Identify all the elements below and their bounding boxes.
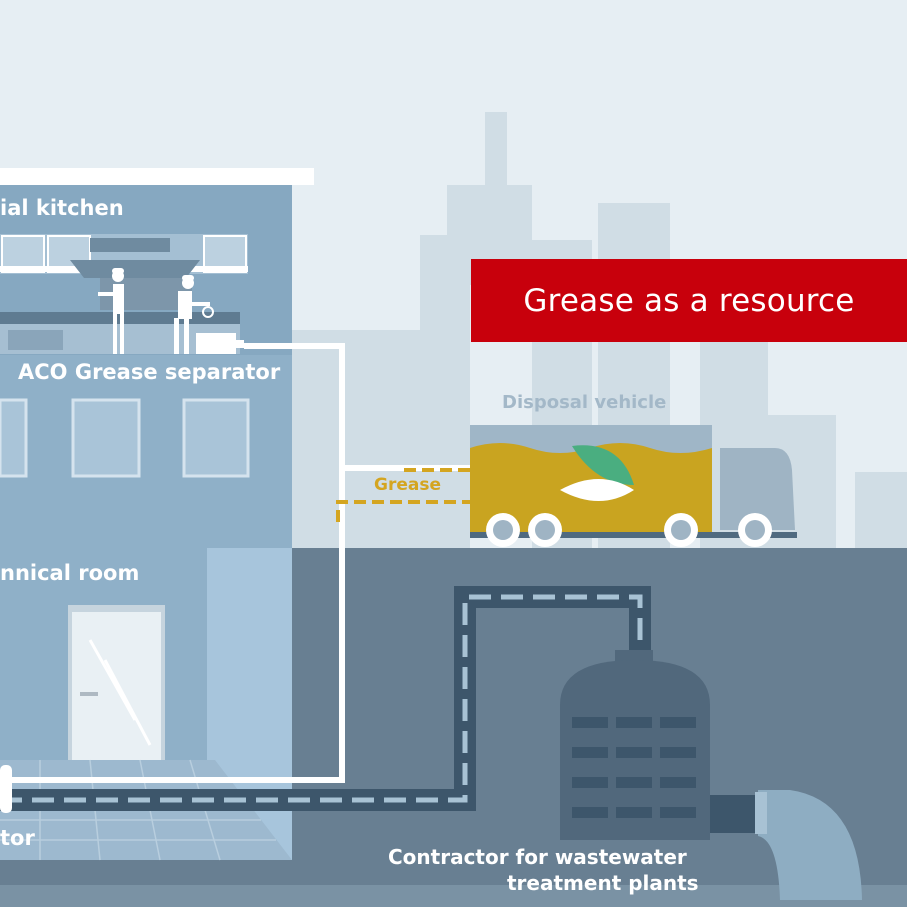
disposal-vehicle-label: Disposal vehicle [502, 392, 667, 413]
ground-bottom-band [0, 885, 907, 907]
chef-icon [98, 268, 124, 354]
separator-bottom-label: tor [0, 826, 35, 850]
separator-tank-edge [0, 765, 12, 813]
outflow-pipe [758, 790, 862, 900]
kitchen-label: ial kitchen [0, 196, 124, 220]
window [71, 398, 141, 478]
building-roof [0, 168, 314, 185]
grease-separator-unit [196, 333, 236, 354]
grease-flow-lines [336, 468, 472, 522]
truck-wheels [486, 513, 772, 547]
window [182, 398, 250, 478]
chef-icon [174, 275, 214, 354]
contractor-label-line2: treatment plants [507, 871, 699, 895]
wastewater-pipe-down [0, 470, 345, 783]
grease-label: Grease [374, 475, 441, 495]
contractor-label-line1: Contractor for wastewater [388, 845, 687, 869]
grease-separator-label: ACO Grease separator [18, 360, 281, 384]
leaf-icon [560, 445, 634, 501]
disposal-vehicle [470, 425, 797, 547]
technical-room-label: nnical room [0, 561, 140, 585]
banner-title: Grease as a resource [523, 282, 855, 319]
sewer-pipe [0, 586, 651, 811]
extractor-hood [90, 238, 170, 252]
truck-cab [720, 448, 795, 530]
treatment-plant [560, 650, 862, 900]
resource-banner: Grease as a resource [471, 259, 907, 342]
